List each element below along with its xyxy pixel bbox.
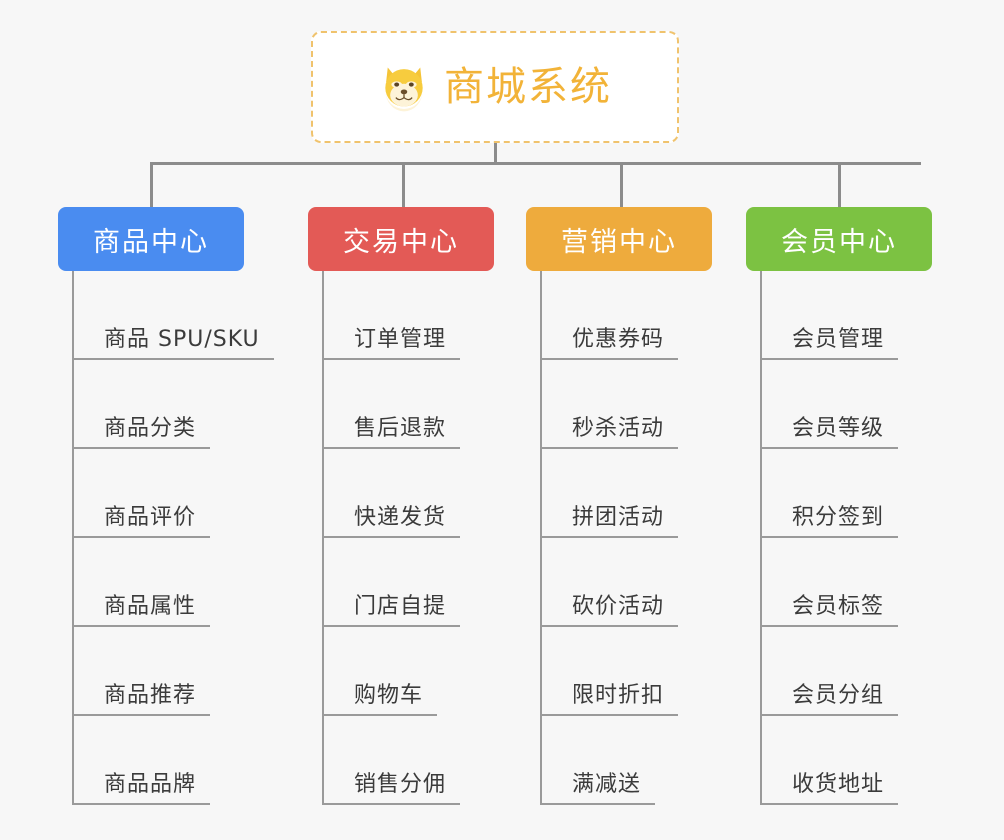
list-item[interactable]: 订单管理: [324, 271, 494, 360]
item-label: 商品 SPU/SKU: [104, 326, 260, 352]
connector-drop-2: [620, 164, 623, 209]
list-item[interactable]: 商品评价: [74, 449, 274, 538]
list-item[interactable]: 购物车: [324, 627, 494, 716]
list-item[interactable]: 收货地址: [762, 716, 932, 805]
category-items-0: 商品 SPU/SKU 商品分类 商品评价 商品属性 商品推荐 商品品牌: [72, 271, 274, 805]
list-item[interactable]: 优惠券码: [542, 271, 712, 360]
item-label: 会员分组: [792, 682, 885, 708]
item-label: 会员管理: [792, 326, 885, 352]
item-label: 商品品牌: [104, 771, 197, 797]
category-column-0: 商品中心 商品 SPU/SKU 商品分类 商品评价 商品属性 商品推荐 商品品牌: [58, 207, 274, 805]
list-item[interactable]: 砍价活动: [542, 538, 712, 627]
category-column-2: 营销中心 优惠券码 秒杀活动 拼团活动 砍价活动 限时折扣 满减送: [526, 207, 712, 805]
item-label: 订单管理: [354, 326, 447, 352]
list-item[interactable]: 拼团活动: [542, 449, 712, 538]
list-item[interactable]: 销售分佣: [324, 716, 494, 805]
list-item[interactable]: 商品推荐: [74, 627, 274, 716]
item-label: 门店自提: [354, 593, 447, 619]
list-item[interactable]: 商品 SPU/SKU: [74, 271, 274, 360]
item-label: 满减送: [572, 771, 642, 797]
item-label: 会员标签: [792, 593, 885, 619]
category-items-1: 订单管理 售后退款 快递发货 门店自提 购物车 销售分佣: [322, 271, 494, 805]
list-item[interactable]: 门店自提: [324, 538, 494, 627]
list-item[interactable]: 积分签到: [762, 449, 932, 538]
list-item[interactable]: 商品属性: [74, 538, 274, 627]
category-column-3: 会员中心 会员管理 会员等级 积分签到 会员标签 会员分组 收货地址: [746, 207, 932, 805]
category-header-1[interactable]: 交易中心: [308, 207, 494, 271]
item-label: 积分签到: [792, 504, 885, 530]
item-label: 销售分佣: [354, 771, 447, 797]
list-item[interactable]: 会员分组: [762, 627, 932, 716]
item-label: 秒杀活动: [572, 415, 665, 441]
category-header-label-3: 会员中心: [781, 226, 897, 258]
category-header-2[interactable]: 营销中心: [526, 207, 712, 271]
item-label: 会员等级: [792, 415, 885, 441]
item-label: 拼团活动: [572, 504, 665, 530]
category-column-1: 交易中心 订单管理 售后退款 快递发货 门店自提 购物车 销售分佣: [308, 207, 494, 805]
item-label: 商品属性: [104, 593, 197, 619]
list-item[interactable]: 秒杀活动: [542, 360, 712, 449]
connector-drop-1: [402, 164, 405, 209]
item-label: 商品推荐: [104, 682, 197, 708]
item-label: 收货地址: [792, 771, 885, 797]
category-items-2: 优惠券码 秒杀活动 拼团活动 砍价活动 限时折扣 满减送: [540, 271, 712, 805]
shiba-dog-face-icon: [385, 67, 423, 112]
list-item[interactable]: 会员管理: [762, 271, 932, 360]
root-node[interactable]: 商城系统: [311, 31, 679, 143]
category-header-label-1: 交易中心: [343, 226, 459, 258]
connector-drop-0: [150, 164, 153, 209]
item-label: 商品分类: [104, 415, 197, 441]
item-label: 售后退款: [354, 415, 447, 441]
item-label: 购物车: [354, 682, 424, 708]
list-item[interactable]: 商品分类: [74, 360, 274, 449]
root-title: 商城系统: [444, 64, 612, 110]
connector-trunk: [494, 143, 497, 165]
connector-drop-3: [838, 164, 841, 209]
category-header-3[interactable]: 会员中心: [746, 207, 932, 271]
list-item[interactable]: 限时折扣: [542, 627, 712, 716]
connector-bus: [150, 162, 921, 165]
list-item[interactable]: 商品品牌: [74, 716, 274, 805]
list-item[interactable]: 会员标签: [762, 538, 932, 627]
item-label: 限时折扣: [572, 682, 665, 708]
list-item[interactable]: 快递发货: [324, 449, 494, 538]
list-item[interactable]: 会员等级: [762, 360, 932, 449]
list-item[interactable]: 售后退款: [324, 360, 494, 449]
item-label: 商品评价: [104, 504, 197, 530]
category-header-0[interactable]: 商品中心: [58, 207, 244, 271]
list-item[interactable]: 满减送: [542, 716, 712, 805]
category-header-label-0: 商品中心: [93, 226, 209, 258]
item-label: 砍价活动: [572, 593, 665, 619]
item-label: 快递发货: [354, 504, 447, 530]
category-header-label-2: 营销中心: [561, 226, 677, 258]
category-items-3: 会员管理 会员等级 积分签到 会员标签 会员分组 收货地址: [760, 271, 932, 805]
item-label: 优惠券码: [572, 326, 665, 352]
